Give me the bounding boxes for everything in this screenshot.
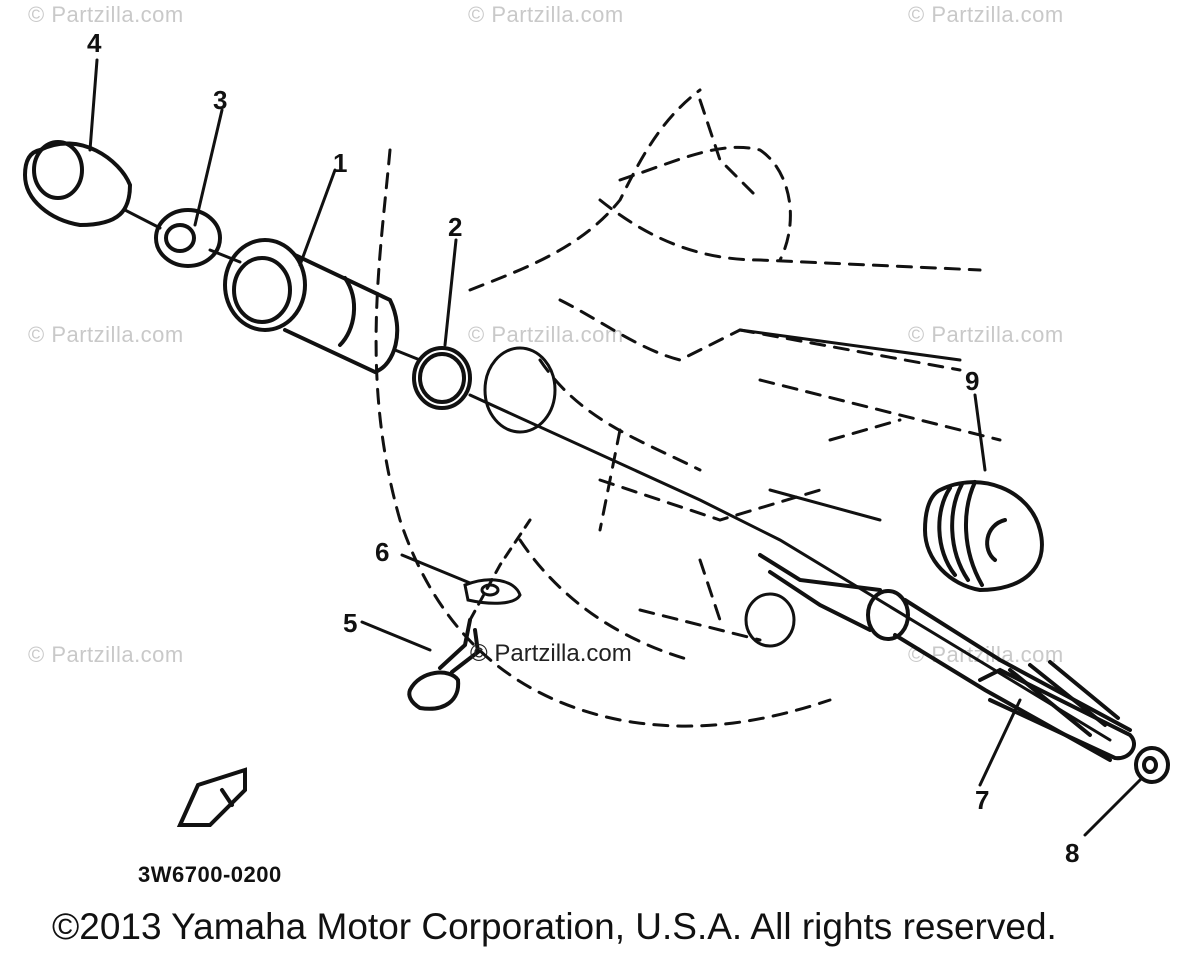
callout-4: 4 <box>87 28 102 58</box>
part-7-drive-shaft <box>758 553 1136 762</box>
part-6-washer <box>463 578 522 605</box>
callout-6: 6 <box>375 537 390 567</box>
copyright-notice: ©2013 Yamaha Motor Corporation, U.S.A. A… <box>52 906 1057 947</box>
center-watermark: © Partzilla.com <box>470 640 632 667</box>
engine-casing-outline <box>374 88 1002 728</box>
watermark-top-right: © Partzilla.com <box>908 2 1064 27</box>
watermark-mid-center: © Partzilla.com <box>468 322 624 347</box>
part-1-sleeve <box>223 238 400 375</box>
part-8-washer <box>1134 746 1170 784</box>
watermark-low-right: © Partzilla.com <box>908 642 1064 667</box>
callout-7: 7 <box>975 785 990 815</box>
callout-3: 3 <box>213 85 228 115</box>
assembly-axis-line <box>123 208 1112 742</box>
callout-5: 5 <box>343 608 358 638</box>
part-3-washer <box>154 208 222 268</box>
part-5-bolt <box>407 618 481 711</box>
watermark-mid-right: © Partzilla.com <box>908 322 1064 347</box>
callout-8: 8 <box>1065 838 1080 868</box>
watermark-top-left: © Partzilla.com <box>28 2 184 27</box>
callout-1: 1 <box>333 148 348 178</box>
drawing-code: 3W6700-0200 <box>138 862 282 887</box>
front-direction-icon <box>176 767 247 827</box>
leader-lines <box>88 58 1142 837</box>
watermark-low-left: © Partzilla.com <box>28 642 184 667</box>
watermark-top-center: © Partzilla.com <box>468 2 624 27</box>
part-9-gear-housing <box>922 480 1044 593</box>
part-4-end-cap <box>22 140 133 228</box>
callout-9: 9 <box>965 366 980 396</box>
watermark-mid-left: © Partzilla.com <box>28 322 184 347</box>
callout-2: 2 <box>448 212 463 242</box>
part-2-o-ring <box>412 346 472 410</box>
bolt-axis-line <box>468 518 532 622</box>
